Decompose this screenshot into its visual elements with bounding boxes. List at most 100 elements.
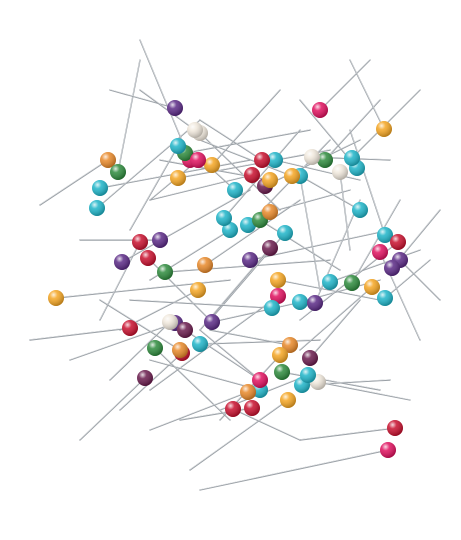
pin-head-shine — [172, 342, 188, 358]
pin-head — [48, 290, 64, 306]
pin-head — [262, 240, 278, 256]
pin-head — [122, 320, 138, 336]
pin-head — [100, 152, 116, 168]
pin-head-shine — [242, 252, 258, 268]
pin-shaft-highlight — [351, 199, 401, 283]
pin-head — [244, 167, 260, 183]
pin-shaft-highlight — [109, 321, 171, 380]
pin-shaft-highlight — [154, 347, 231, 420]
pin-shaft — [384, 259, 431, 299]
pin-shaft — [189, 399, 289, 471]
pin-shaft-highlight — [269, 189, 351, 212]
pin-head — [197, 257, 213, 273]
pin-head — [204, 314, 220, 330]
pin-head-shine — [262, 240, 278, 256]
pin-head-shine — [277, 225, 293, 241]
pin-shaft — [232, 408, 301, 441]
pin-shaft-highlight — [79, 377, 146, 440]
pin-shaft — [109, 321, 171, 381]
pin-head — [222, 222, 238, 238]
pin-head — [384, 260, 400, 276]
pin-head — [376, 121, 392, 137]
pin-head-shine — [352, 202, 368, 218]
pin-head — [307, 295, 323, 311]
pin-head — [177, 322, 193, 338]
pin-head — [377, 227, 393, 243]
pin-shaft-highlight — [232, 408, 301, 440]
pin-shaft-highlight — [199, 449, 389, 490]
pin-shaft — [204, 199, 301, 266]
pin-head-shine — [384, 260, 400, 276]
pin-shaft-highlight — [199, 329, 261, 380]
pin-head-shine — [204, 157, 220, 173]
pin-shaft-highlight — [399, 259, 441, 300]
pin-head — [322, 274, 338, 290]
pin-head — [114, 254, 130, 270]
pin-head-shine — [114, 254, 130, 270]
pin-shaft-highlight — [39, 159, 109, 205]
pin-head-shine — [272, 347, 288, 363]
pin-head-shine — [304, 149, 320, 165]
pin-shaft — [149, 359, 261, 391]
pin-head-shine — [190, 282, 206, 298]
pin-shaft-highlight — [129, 299, 273, 308]
pin-head — [264, 300, 280, 316]
pin-head — [372, 244, 388, 260]
pin-shaft — [399, 259, 441, 301]
pin-head-shine — [192, 336, 208, 352]
pin-head-shine — [110, 164, 126, 180]
pin-head-shine — [300, 367, 316, 383]
pin-shaft — [199, 339, 321, 345]
pin-shaft — [79, 377, 146, 441]
pin-head-shine — [270, 288, 286, 304]
pin-head — [204, 157, 220, 173]
pin-head-shine — [204, 314, 220, 330]
pin-shaft — [129, 299, 273, 309]
pin-head — [270, 288, 286, 304]
pin-head — [344, 150, 360, 166]
pin-shaft-highlight — [299, 175, 321, 290]
pin-head-shine — [137, 370, 153, 386]
pin-shaft-highlight — [99, 299, 181, 350]
pin-shaft — [281, 371, 381, 391]
pin-head — [390, 234, 406, 250]
pin-head-shine — [225, 401, 241, 417]
pin-head-shine — [187, 122, 203, 138]
pin-shaft — [29, 327, 131, 341]
pin-head-shine — [387, 420, 403, 436]
pin-head — [92, 180, 108, 196]
pin-head — [170, 138, 186, 154]
pin-head-shine — [284, 168, 300, 184]
pin-head — [352, 202, 368, 218]
pin-shaft-highlight — [199, 139, 293, 176]
pin-shaft — [39, 159, 109, 206]
pin-shaft-highlight — [204, 199, 301, 265]
pin-head — [110, 164, 126, 180]
pin-shaft — [154, 347, 231, 421]
pin-head-shine — [167, 100, 183, 116]
pin-head — [344, 275, 360, 291]
pin-head-shine — [262, 204, 278, 220]
pin-head-shine — [270, 272, 286, 288]
pin-shaft-highlight — [319, 59, 371, 110]
pin-head — [262, 204, 278, 220]
pin-shaft — [299, 427, 396, 441]
pin-head-shine — [364, 279, 380, 295]
pin-shaft — [199, 449, 389, 491]
pin-head — [244, 400, 260, 416]
pin-head — [282, 337, 298, 353]
pin-shaft-highlight — [281, 371, 381, 390]
pin-head-shine — [332, 164, 348, 180]
pin-head — [192, 336, 208, 352]
pin-shaft-highlight — [324, 99, 381, 160]
pin-shaft-highlight — [317, 381, 411, 400]
pin-head-shine — [344, 150, 360, 166]
pin-shaft-highlight — [149, 174, 253, 200]
pin-head-shine — [89, 200, 105, 216]
pin-head — [147, 340, 163, 356]
pin-shaft — [184, 129, 311, 154]
pin-head — [364, 279, 380, 295]
pin-shaft-highlight — [211, 89, 281, 165]
pin-head — [254, 152, 270, 168]
pin-head-shine — [152, 232, 168, 248]
